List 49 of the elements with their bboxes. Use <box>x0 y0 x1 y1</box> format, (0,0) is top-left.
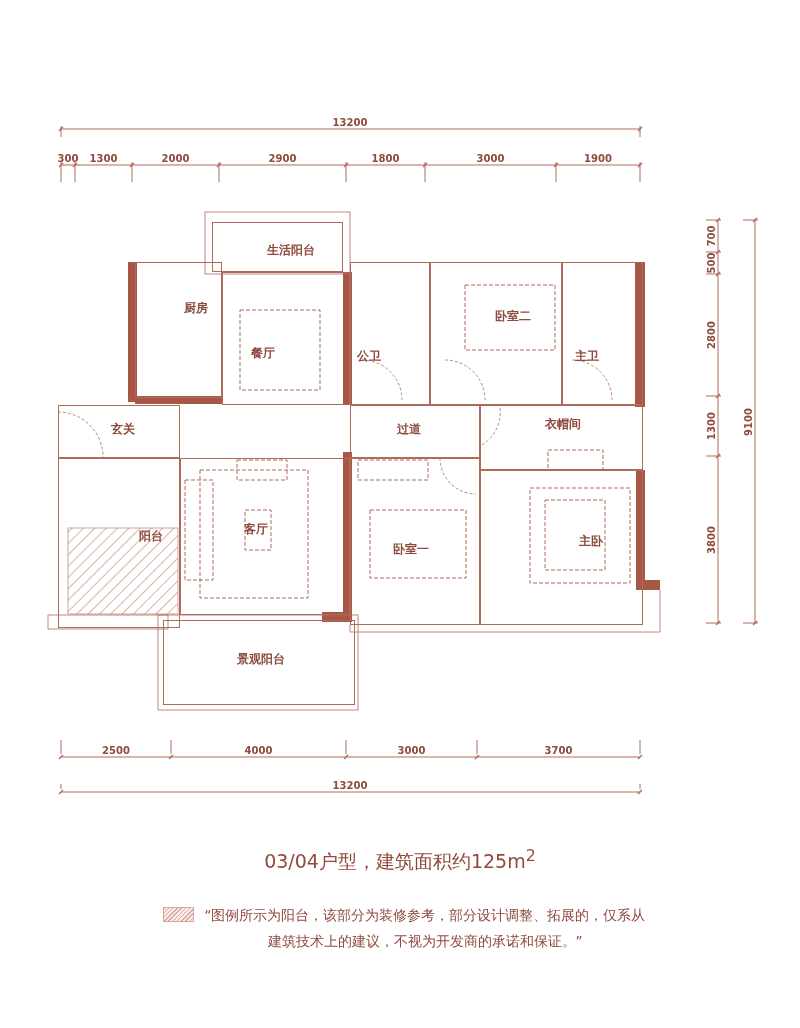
room-outline <box>212 222 343 272</box>
room-label: 公卫 <box>357 347 381 365</box>
legend-text: “图例所示为阳台，该部分为装修参考，部分设计调整、拓展的，仅系从建筑技术上的建议，不视为开发商的承诺和保证。” <box>203 906 647 951</box>
room-outline <box>430 262 562 405</box>
room-outline <box>350 262 430 405</box>
room-outline <box>180 458 350 615</box>
room-outline <box>562 262 643 405</box>
room-outline <box>58 458 180 628</box>
room-label: 客厅 <box>244 520 268 538</box>
dimension-label: 13200 <box>332 116 368 128</box>
room-label: 玄关 <box>111 420 135 438</box>
dimension-label: 3700 <box>544 744 573 756</box>
dimension-label: 1900 <box>584 152 612 164</box>
dimension-label: 3000 <box>397 744 426 756</box>
dimension-label: 9100 <box>742 408 754 436</box>
dimension-label: 2500 <box>102 744 130 756</box>
dimension-label: 1300 <box>89 152 118 164</box>
dimension-label: 1300 <box>705 412 717 440</box>
dimension-label: 3800 <box>705 525 717 554</box>
dimension-label: 2900 <box>268 152 297 164</box>
dimension-label: 700 <box>705 225 717 247</box>
room-outline <box>163 620 355 705</box>
dimension-label: 2000 <box>161 152 190 164</box>
dimension-label: 3000 <box>476 152 505 164</box>
room-label: 过道 <box>397 420 421 438</box>
room-outline <box>350 405 480 458</box>
room-outline <box>222 272 350 405</box>
dimension-label: 4000 <box>244 744 273 756</box>
room-outline <box>58 405 180 458</box>
room-label: 主卧 <box>579 532 603 550</box>
dimension-label: 1800 <box>371 152 400 164</box>
room-label: 卧室一 <box>393 540 429 558</box>
room-outline <box>480 470 643 625</box>
dimension-label: 300 <box>57 152 79 164</box>
room-outline <box>135 262 222 398</box>
room-label: 生活阳台 <box>267 241 315 259</box>
room-outline <box>480 405 643 470</box>
dimension-label: 2800 <box>705 321 717 349</box>
room-label: 主卫 <box>575 347 599 365</box>
room-label: 景观阳台 <box>237 650 285 668</box>
room-outline <box>350 458 480 625</box>
room-label: 卧室二 <box>495 307 531 325</box>
room-label: 餐厅 <box>251 344 275 362</box>
dimension-label: 500 <box>705 252 717 274</box>
dimension-label: 13200 <box>332 779 368 791</box>
room-label: 阳台 <box>139 527 163 545</box>
room-label: 衣帽间 <box>545 415 581 433</box>
room-label: 厨房 <box>184 299 208 317</box>
caption: 03/04户型，建筑面积约125m$^{2}$ <box>263 846 537 875</box>
